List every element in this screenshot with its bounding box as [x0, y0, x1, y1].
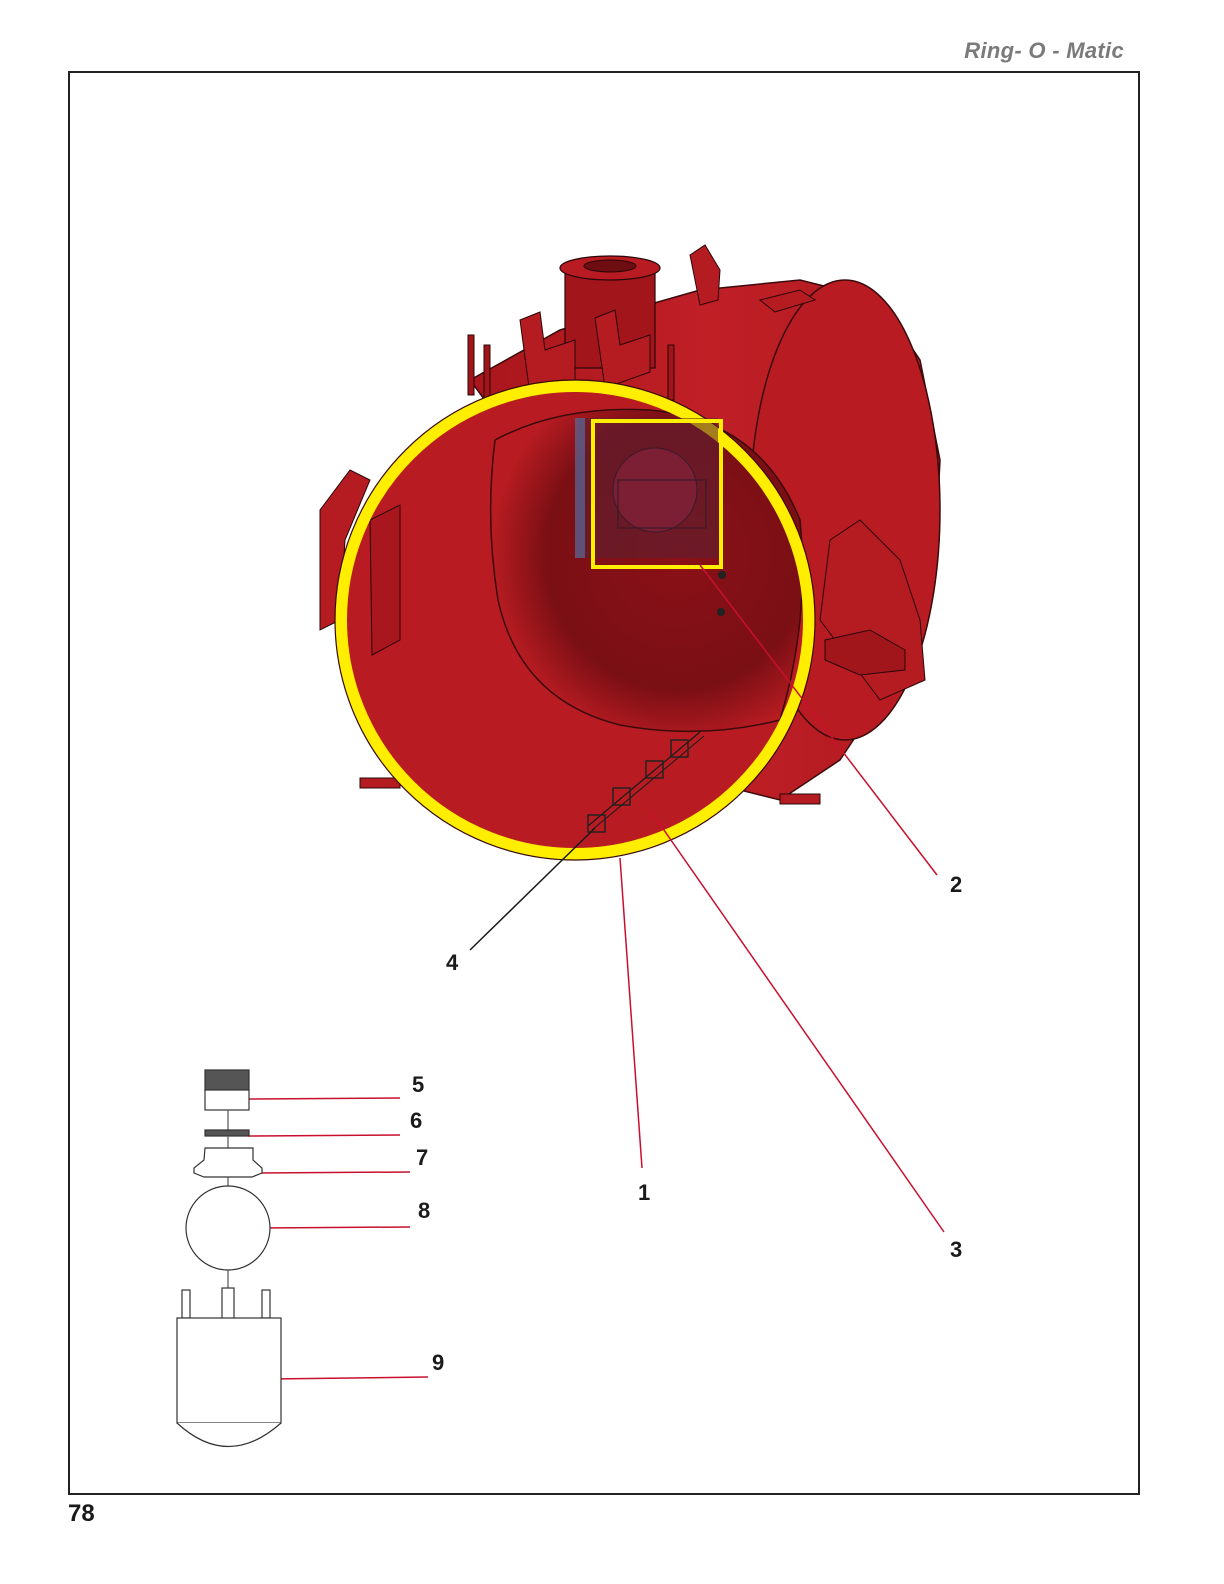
leader-6: [247, 1134, 401, 1137]
leader-lines: [247, 564, 945, 1380]
callout-9: 9: [432, 1350, 445, 1375]
callout-7: 7: [416, 1145, 429, 1170]
leader-3: [649, 809, 945, 1233]
figure-frame: [68, 71, 1140, 1495]
float-valve-assembly: [176, 1069, 282, 1448]
leader-4: [469, 827, 596, 951]
float-chamber-highlight: [575, 418, 726, 616]
callout-2: 2: [950, 872, 963, 897]
leader-1: [619, 857, 643, 1169]
callout-3: 3: [950, 1237, 963, 1262]
document-header-title: Ring- O - Matic: [964, 38, 1124, 63]
bottom-clip-brackets: [587, 731, 705, 833]
callout-1: 1: [638, 1180, 651, 1205]
page-number: 78: [68, 1500, 95, 1527]
callout-8: 8: [418, 1198, 431, 1223]
callout-5: 5: [412, 1072, 425, 1097]
callout-6: 6: [410, 1108, 423, 1133]
leader-9: [269, 1376, 429, 1380]
callout-4: 4: [446, 950, 459, 975]
leader-8: [257, 1226, 411, 1229]
leader-5: [247, 1097, 401, 1100]
leader-2: [699, 564, 938, 876]
leader-7: [255, 1171, 411, 1174]
